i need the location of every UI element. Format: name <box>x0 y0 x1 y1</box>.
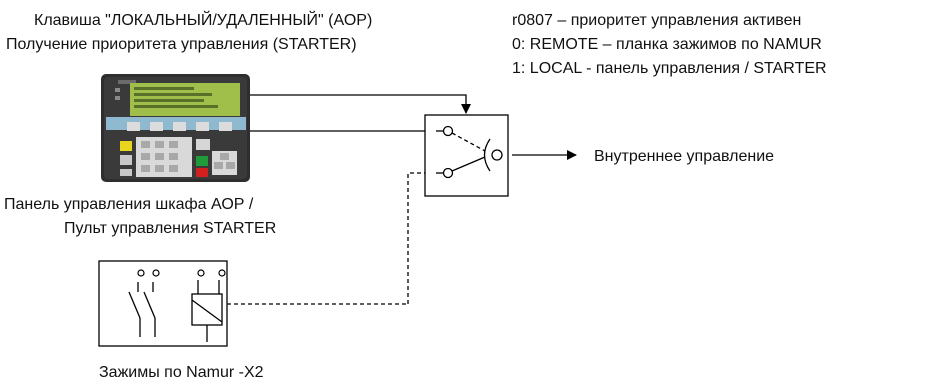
terminal-screw <box>138 270 144 276</box>
softkey <box>127 122 140 131</box>
terminal-screw <box>219 270 225 276</box>
switch-contact-local <box>444 127 453 136</box>
key <box>155 165 164 172</box>
lcd-text-line <box>134 93 212 96</box>
aop-panel-image <box>101 74 250 182</box>
key <box>155 141 164 148</box>
key <box>169 153 178 160</box>
lcd-text-line <box>134 87 194 90</box>
lcd-text-line <box>134 105 218 108</box>
panel-led <box>115 96 120 100</box>
namur-terminal-block <box>99 261 227 346</box>
key <box>120 155 132 165</box>
key <box>214 162 223 169</box>
key <box>155 153 164 160</box>
softkey <box>150 122 163 131</box>
priority-signal-line <box>250 95 466 113</box>
terminal-screw <box>153 270 159 276</box>
switch-contact-remote <box>444 169 453 178</box>
softkey <box>173 122 186 131</box>
selector-switch <box>425 115 508 196</box>
key <box>196 139 210 150</box>
terminal-block-box <box>99 261 227 346</box>
key <box>141 141 150 148</box>
key <box>226 162 235 169</box>
yellow-key <box>120 141 132 151</box>
red-key <box>196 168 208 177</box>
key <box>141 165 150 172</box>
panel-led <box>115 88 120 92</box>
key <box>120 169 132 176</box>
key <box>169 165 178 172</box>
key <box>169 141 178 148</box>
switch-output-contact <box>492 150 502 160</box>
lcd-text-line <box>134 99 204 102</box>
terminal-screw <box>198 270 204 276</box>
softkey <box>219 122 232 131</box>
key <box>141 153 150 160</box>
key <box>220 153 229 160</box>
green-key <box>196 156 208 166</box>
softkey <box>196 122 209 131</box>
